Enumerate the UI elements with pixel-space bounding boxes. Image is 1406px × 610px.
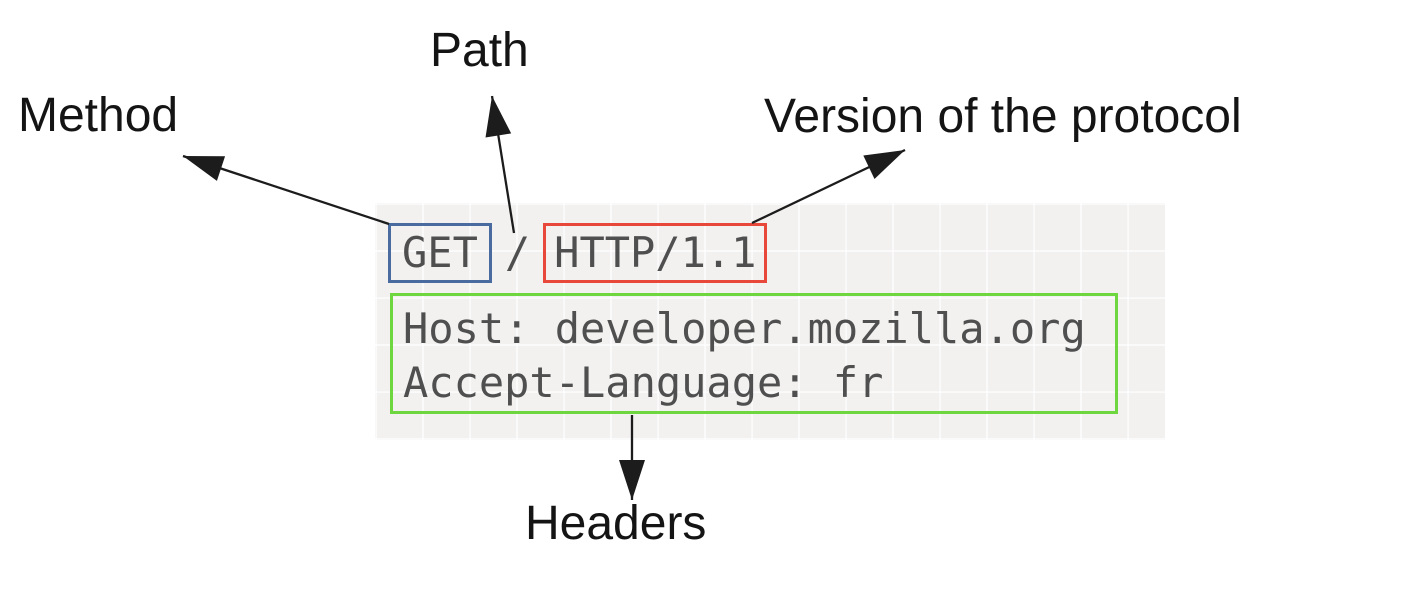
label-path: Path [430,24,529,77]
header-line-accept-language: Accept-Language: fr [403,358,884,407]
method-value: GET [402,228,478,277]
method-arrow [182,154,390,226]
request-line: GET / HTTP/1.1 [388,223,768,283]
version-value: HTTP/1.1 [554,228,757,277]
version-highlight-box: HTTP/1.1 [543,223,768,283]
label-version-of-protocol: Version of the protocol [764,90,1242,143]
method-highlight-box: GET [388,223,492,283]
label-headers: Headers [525,497,707,550]
header-line-host: Host: developer.mozilla.org [403,304,1086,353]
request-code-block: GET / HTTP/1.1 Host: developer.mozilla.o… [375,203,1165,440]
label-method: Method [18,89,179,142]
path-value: / [504,228,531,277]
headers-highlight-box: Host: developer.mozilla.org Accept-Langu… [390,293,1118,414]
